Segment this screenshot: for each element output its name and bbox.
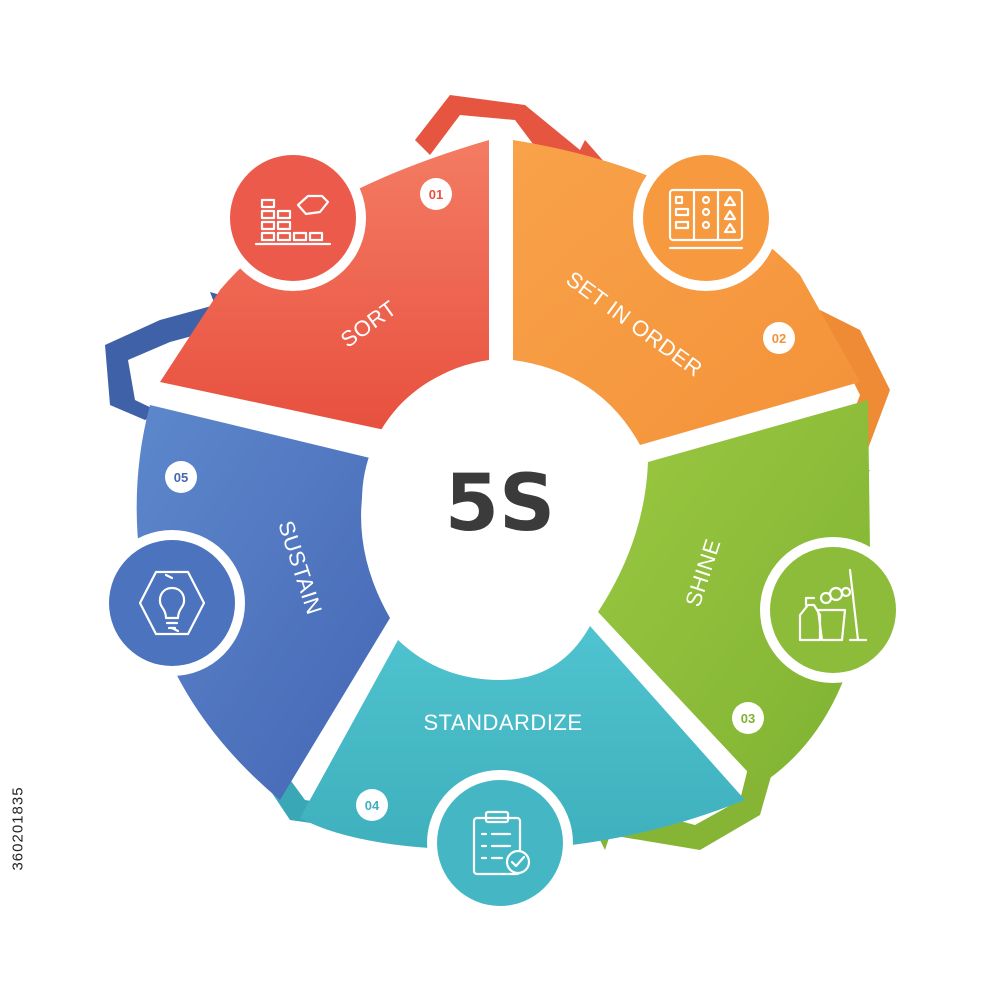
- icon-circle-sustain: [99, 530, 245, 676]
- segments: [136, 140, 870, 850]
- cleaning-supplies-icon: [798, 568, 868, 642]
- step-number-03: 03: [741, 711, 755, 726]
- number-badge-01: 01: [420, 178, 452, 210]
- stock-image-id: 360201835: [8, 760, 28, 900]
- segment-sort: [160, 140, 489, 430]
- step-number-01: 01: [429, 187, 443, 202]
- segment-shine: [598, 400, 870, 785]
- step-number-05: 05: [174, 470, 188, 485]
- number-badge-03: 03: [732, 702, 764, 734]
- number-badge-04: 04: [356, 789, 388, 821]
- number-badge-05: 05: [165, 461, 197, 493]
- icon-circle-shine: [760, 537, 906, 683]
- step-number-02: 02: [772, 331, 786, 346]
- stock-image-id-text: 360201835: [9, 786, 27, 871]
- center-title: 5S: [445, 459, 555, 549]
- organized-board-icon: [668, 188, 744, 250]
- icon-circle-sort: [220, 145, 366, 291]
- checklist-clipboard-icon: [472, 810, 531, 876]
- sorting-blocks-hand-icon: [254, 194, 332, 246]
- step-label-standardize: STANDARDIZE: [423, 710, 582, 735]
- center-circle: [362, 362, 638, 638]
- segment-standardize: [300, 626, 745, 850]
- step-number-04: 04: [365, 798, 380, 813]
- lightbulb-cycle-icon: [138, 570, 206, 636]
- icon-circle-set-in-order: [633, 145, 779, 291]
- segment-set-in-order: [513, 140, 860, 445]
- icon-circle-standardize: [427, 770, 573, 916]
- number-badge-02: 02: [763, 322, 795, 354]
- segment-sustain: [136, 405, 390, 800]
